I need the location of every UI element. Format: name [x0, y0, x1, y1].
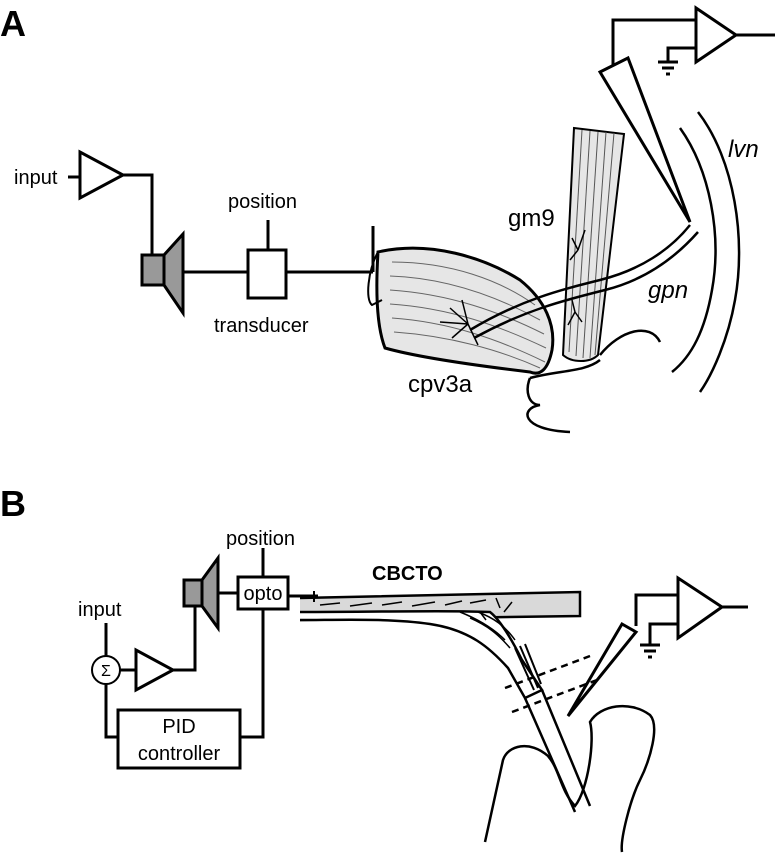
- lvn-nerve: [671, 111, 741, 393]
- panel-a: A lvn: [0, 3, 775, 434]
- panel-a-letter: A: [0, 3, 26, 44]
- amplifier-b: [634, 575, 748, 659]
- gm9-label: gm9: [508, 205, 555, 232]
- suction-electrode-a: [597, 55, 692, 223]
- cpv3a-muscle: [367, 246, 555, 375]
- pid-label-line2: controller: [138, 743, 221, 765]
- tissue-outline-b: [483, 704, 656, 853]
- position-label-b: position: [226, 528, 295, 550]
- speaker-a: [140, 230, 185, 318]
- transducer-box-a: [246, 248, 288, 300]
- cut-marks: [504, 654, 598, 714]
- pid-label-line1: PID: [162, 716, 195, 738]
- electrode-b: [566, 621, 639, 717]
- tissue-outline-a: [526, 329, 662, 434]
- amplifier-a: [611, 5, 775, 76]
- cbcto-label: CBCTO: [372, 563, 443, 585]
- cbcto-strand: [299, 590, 592, 813]
- lvn-label: lvn: [728, 136, 759, 163]
- gpn-label: gpn: [648, 277, 688, 304]
- sum-symbol: Σ: [101, 663, 111, 680]
- pid-controller-box: [116, 708, 242, 770]
- gm9-muscle: [561, 126, 626, 362]
- input-amplifier-a: [68, 149, 154, 255]
- gpn-nerve: [469, 224, 699, 340]
- input-label-a: input: [14, 167, 58, 189]
- cpv3a-label: cpv3a: [408, 371, 473, 398]
- opto-label: opto: [244, 583, 283, 605]
- input-label-b: input: [78, 599, 122, 621]
- transducer-label: transducer: [214, 315, 309, 337]
- panel-b-letter: B: [0, 483, 26, 524]
- panel-b: B: [0, 483, 748, 853]
- speaker-b: [182, 553, 220, 633]
- amplifier-b-small: [134, 647, 177, 693]
- position-label-a: position: [228, 191, 297, 213]
